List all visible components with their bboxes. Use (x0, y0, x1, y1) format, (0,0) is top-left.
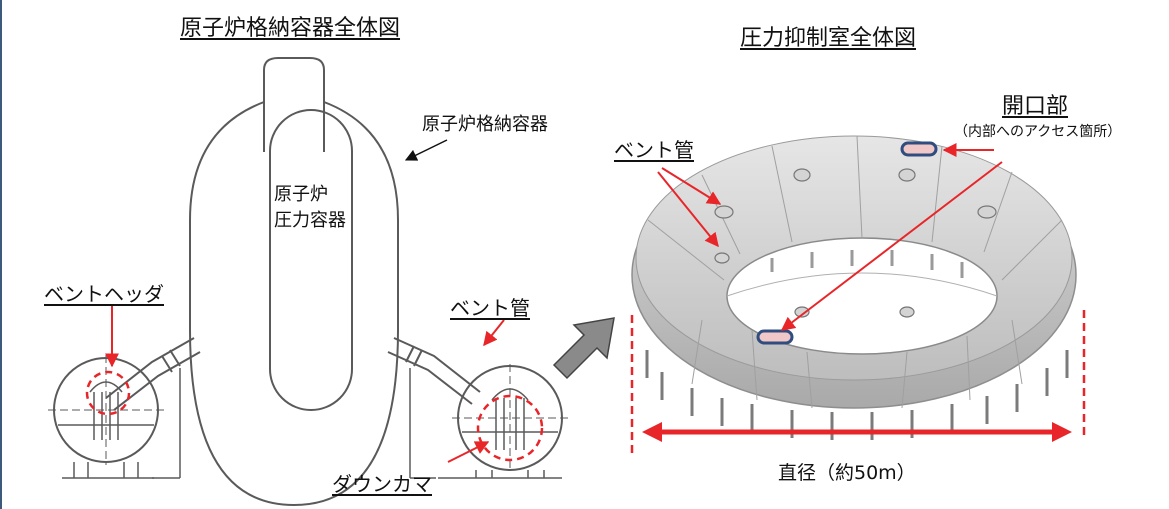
left-title: 原子炉格納容器全体図 (180, 16, 401, 41)
right-title: 圧力抑制室全体図 (740, 26, 917, 51)
vent-pipes (105, 337, 481, 411)
torus-3d (631, 135, 1077, 440)
vent-pipe-right-label: ベント管 (614, 138, 694, 162)
transition-arrow-icon (552, 317, 615, 380)
vent-pipe-right-pointer-arrow-1 (661, 167, 722, 205)
downcomer-highlight (476, 394, 544, 462)
containment-label: 原子炉格納容器 (422, 114, 548, 135)
downcomer-pointer-arrow (447, 441, 490, 463)
opening-top-icon (900, 141, 938, 157)
vent-pipe-left-pointer-arrow (483, 319, 505, 347)
vent-pipe-left-label: ベント管 (450, 296, 530, 320)
opening-note: （内部へのアクセス箇所） (954, 124, 1122, 140)
downcomer-label: ダウンカマ (332, 472, 432, 496)
opening-label: 開口部 (1002, 94, 1069, 119)
vent-header-label: ベントヘッダ (44, 282, 164, 306)
diameter-label: 直径（約50m） (778, 462, 916, 484)
left-torus-section (48, 355, 164, 478)
diameter-dimension-arrow (642, 422, 1072, 442)
vent-header-highlight (85, 370, 131, 416)
opening-pointer-arrow-2 (780, 161, 1003, 331)
opening-front-icon (756, 329, 794, 345)
reactor-vessel-label-line2: 圧力容器 (274, 210, 346, 231)
containment-vessel (189, 57, 399, 507)
support-structures (62, 368, 562, 479)
containment-pointer-arrow (404, 139, 448, 161)
vent-pipe-right-pointer-arrow-2 (657, 171, 719, 248)
reactor-vessel-label-line1: 原子炉 (274, 184, 328, 205)
